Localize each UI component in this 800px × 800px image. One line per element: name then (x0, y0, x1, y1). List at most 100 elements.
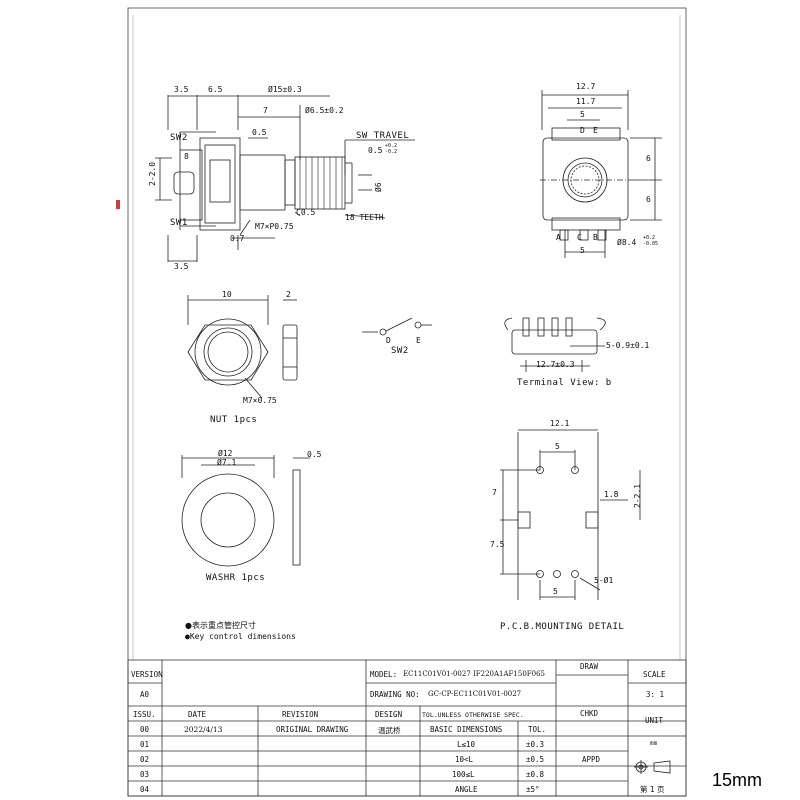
hdr-revision: REVISION (282, 710, 319, 719)
sw2-label: SW2 (170, 133, 188, 143)
nut-drawing (187, 295, 298, 399)
row2-tol: ±0.5 (526, 755, 545, 764)
nut-dim-10: 10 (222, 290, 232, 299)
chkd-label: CHKD (580, 709, 599, 718)
hole-note: Ø8.4 (617, 238, 637, 247)
thread-note: M7×P0.75 (255, 222, 294, 231)
dim-6-lower: 6 (646, 195, 651, 204)
sw-travel-label: SW TRAVEL (356, 131, 410, 141)
note-chinese: ●表示重点管控尺寸 (185, 621, 256, 630)
dim-7: 7 (263, 106, 268, 115)
row2-basic: 10<L (455, 755, 474, 764)
model-value: EC11C01V01-0027 IF220A1AF150F065 (403, 670, 545, 678)
pcb-dim-5-top: 5 (555, 442, 560, 451)
row0-design: 温武桥 (378, 726, 401, 735)
hdr-design: DESIGN (375, 710, 403, 719)
hdr-tol: TOL.UNLESS OTHERWISE SPEC. (422, 711, 524, 719)
sw-travel-value: 0.5 (368, 146, 383, 155)
unit-value: mm (650, 740, 658, 747)
dim-5-top: 5 (580, 110, 585, 119)
washer-caption: WASHR 1pcs (206, 573, 266, 583)
row2-issu: 02 (140, 755, 150, 764)
row3-tol: ±0.8 (526, 770, 545, 779)
row4-basic: ANGLE (455, 785, 478, 794)
pcb-drawing (500, 429, 641, 600)
row0-issu: 00 (140, 725, 150, 734)
row1-issu: 01 (140, 740, 150, 749)
side-view (155, 95, 415, 262)
dim-shaft-dia: Ø6 (374, 182, 383, 192)
pcb-dim-2-2-1: 2-2.1 (633, 483, 642, 508)
switch-symbol (362, 317, 432, 336)
drawing-no-value: GC-CP-EC11C01V01-0027 (428, 690, 522, 698)
pcb-dim-1-8: 1.8 (604, 490, 619, 499)
sw-travel-tol: +0.2 -0.2 (385, 143, 398, 155)
row1-basic: L≤10 (457, 740, 476, 749)
hdr-issu: ISSU. (133, 710, 156, 719)
version-label: VERSION (131, 670, 163, 679)
terminal-dim-pins: 5-0.9±0.1 (606, 341, 650, 350)
sheet-label: 第 1 页 (640, 785, 665, 794)
note-english: ●Key control dimensions (185, 632, 296, 641)
version-value: A0 (140, 690, 150, 699)
row1-tol: ±0.3 (526, 740, 545, 749)
teeth-note: 18 TEETH (345, 213, 384, 222)
pcb-dim-holes: 5-Ø1 (594, 576, 614, 585)
dim-0-5: 0.5 (252, 128, 267, 137)
hdr-tol-short: TOL. (528, 725, 547, 734)
nut-caption: NUT 1pcs (210, 415, 258, 425)
nut-thread: M7×0.75 (243, 396, 277, 405)
pin-a-label: A (556, 233, 561, 242)
switch-pin-e: E (416, 336, 421, 345)
scale-value: 3: 1 (646, 690, 665, 699)
row3-basic: 100≤L (452, 770, 475, 779)
model-label: MODEL: (370, 670, 398, 679)
sw1-label: SW1 (170, 218, 188, 228)
dim-dia-15: Ø15±0.3 (268, 85, 302, 94)
dim-dia-6-5: Ø6.5±0.2 (305, 106, 344, 115)
nut-dim-2: 2 (286, 290, 291, 299)
title-block-lines (127, 659, 687, 797)
pin-b-label: B (593, 233, 598, 242)
front-view (540, 90, 662, 258)
terminal-view (504, 317, 606, 372)
pcb-dim-5-bottom: 5 (553, 587, 558, 596)
dim-11-7: 11.7 (576, 97, 596, 106)
pcb-dim-7-5: 7.5 (490, 540, 505, 549)
row0-date: 2022/4/13 (184, 725, 223, 734)
draw-label: DRAW (580, 662, 599, 671)
switch-pin-d: D (386, 336, 391, 345)
size-label: 15mm (712, 770, 763, 790)
washer-dim-0-5: 0.5 (307, 450, 322, 459)
dim-0-7: 0.7 (230, 234, 245, 243)
row0-revision: ORIGINAL DRAWING (276, 725, 349, 734)
hdr-date: DATE (188, 710, 207, 719)
dim-2-2-0: 2-2.0 (148, 161, 157, 186)
pin-d-label: D (580, 126, 585, 135)
dim-6-upper: 6 (646, 154, 651, 163)
red-key-mark (116, 200, 120, 209)
dim-12-7: 12.7 (576, 82, 596, 91)
washer-dim-7-1: Ø7.1 (217, 458, 237, 467)
pcb-caption: P.C.B.MOUNTING DETAIL (500, 622, 625, 632)
pcb-dim-12-1: 12.1 (550, 419, 570, 428)
dim-3-5-top: 3.5 (174, 85, 189, 94)
switch-label: SW2 (391, 346, 409, 356)
hole-tol: +0.2 -0.05 (643, 235, 659, 247)
dim-3-5-bottom: 3.5 (174, 262, 189, 271)
dim-8: 8 (184, 152, 189, 161)
projection-symbol-icon (634, 760, 671, 774)
unit-label: UNIT (645, 716, 664, 725)
row3-issu: 03 (140, 770, 150, 779)
dim-6-5: 6.5 (208, 85, 223, 94)
scale-label: SCALE (643, 670, 666, 679)
washer-drawing (181, 455, 310, 567)
terminal-caption: Terminal View: b (517, 378, 612, 388)
washer-dim-12: Ø12 (218, 449, 233, 458)
appd-label: APPD (582, 755, 601, 764)
pin-c-label: C (577, 233, 582, 242)
row4-tol: ±5° (526, 785, 540, 794)
row4-issu: 04 (140, 785, 150, 794)
